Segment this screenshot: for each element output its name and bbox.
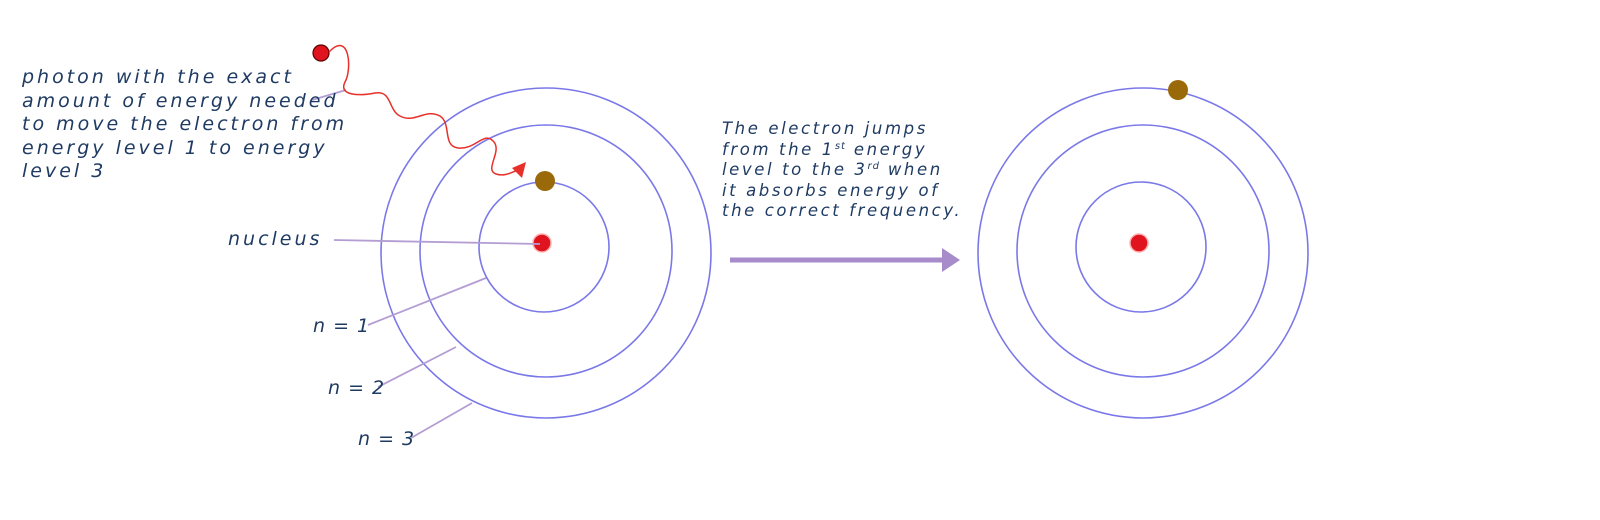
- photon-text-line: photon with the exact: [22, 66, 294, 88]
- jump-text-line: The electron jumps: [722, 119, 928, 138]
- nucleus-before: [532, 233, 552, 253]
- jump-text-line: it absorbs energy of: [722, 180, 940, 200]
- orbit-n2-after: [1016, 124, 1270, 378]
- photon-text-line: level 3: [22, 160, 107, 182]
- photon-ball: [312, 44, 330, 62]
- leader-n1: [367, 277, 487, 326]
- orbit-n3-before: [380, 87, 712, 419]
- n3-label: n = 3: [358, 428, 416, 450]
- photon-description: photon with the exact amount of energy n…: [22, 66, 347, 184]
- leader-lines: [311, 89, 541, 439]
- orbit-n3-after: [977, 87, 1309, 419]
- nucleus-after: [1129, 233, 1149, 253]
- leader-n3: [410, 402, 473, 439]
- jump-description: The electron jumps from the 1st energy l…: [722, 119, 962, 222]
- leader-n2: [377, 346, 457, 388]
- jump-text-segment: when: [879, 160, 943, 179]
- jump-text-line: level to the 3rd when: [722, 160, 962, 181]
- leader-nucleus: [333, 239, 541, 245]
- photon: [312, 44, 526, 178]
- jump-text-line: the correct frequency.: [722, 201, 963, 220]
- electron-before: [535, 171, 555, 191]
- jump-text-segment: level to the 3: [722, 160, 868, 179]
- jump-text-segment: from the 1: [722, 139, 835, 159]
- ordinal-suffix: rd: [867, 161, 880, 172]
- n1-label: n = 1: [313, 315, 371, 337]
- ordinal-suffix: st: [834, 140, 846, 152]
- transition-arrow: [730, 248, 960, 272]
- nucleus-label: nucleus: [228, 228, 323, 250]
- photon-text-line: energy level 1 to energy: [22, 136, 328, 159]
- atom-after: [977, 80, 1309, 419]
- n2-label: n = 2: [328, 377, 386, 399]
- leader-photon-text: [311, 89, 347, 101]
- electron-after: [1168, 80, 1188, 100]
- arrow-head: [942, 248, 960, 272]
- orbit-n1-after: [1075, 181, 1207, 313]
- jump-text-segment: energy: [845, 139, 928, 159]
- atom-before: [380, 87, 712, 419]
- photon-arrowhead: [512, 162, 526, 178]
- photon-text-line: amount of energy needed: [22, 89, 339, 112]
- photon-text-line: to move the electron from: [22, 113, 348, 135]
- photon-wave: [328, 44, 519, 176]
- jump-text-line: from the 1st energy: [722, 140, 962, 161]
- orbit-n2-before: [419, 124, 673, 378]
